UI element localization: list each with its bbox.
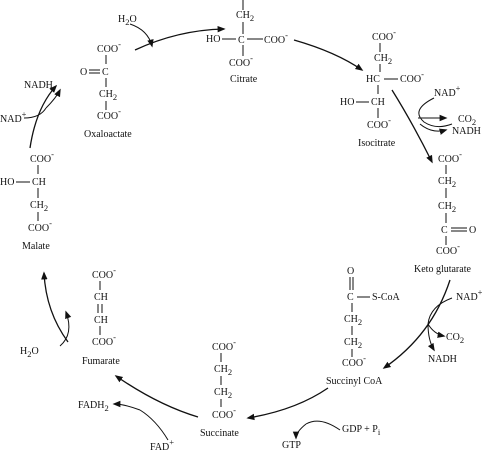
molecule-succinate: COO- CH2 CH2 COO- Succinate	[200, 337, 239, 439]
keto-coo-top: COO-	[438, 149, 462, 165]
keto-name: Keto glutarate	[414, 264, 471, 275]
arrow-malate-to-oxaloacetate	[29, 84, 58, 149]
arrow-succinate-to-fumarate	[114, 375, 199, 418]
oxaloacetate-name: Oxaloactate	[84, 129, 132, 140]
cofactor-h2o-fumarate: H2O	[20, 346, 39, 359]
citrate-c: C	[238, 35, 245, 46]
cofactor-gtp: GTP	[282, 440, 301, 451]
arrow-nadh-out-malate	[45, 88, 61, 109]
malate-ch2: CH2	[30, 200, 48, 213]
cofactor-fadh2: FADH2	[78, 400, 109, 413]
fumarate-name: Fumarate	[82, 356, 120, 367]
malate-coo-bottom: COO-	[28, 218, 52, 234]
isocitrate-ho: HO	[340, 97, 354, 108]
cofactor-co2-isocitrate: CO2	[458, 114, 476, 127]
molecule-isocitrate: COO- CH2 HC COO- HO CH COO- Isocitrate	[340, 27, 424, 149]
molecule-malate: COO- HO CH CH2 COO- Malate	[0, 149, 54, 252]
succinate-coo-bottom: COO-	[212, 405, 236, 421]
isocitrate-ch: CH	[371, 97, 385, 108]
cofactor-nadh-malate: NADH	[24, 80, 53, 91]
cofactor-nadh-isocitrate: NADH	[452, 126, 481, 137]
citrate-ch2: CH2	[236, 10, 254, 23]
arrow-ketoglutarate-to-succinylcoa	[382, 279, 451, 369]
succinyl-ch2-b: CH2	[344, 337, 362, 350]
succinate-ch2-a: CH2	[214, 364, 232, 377]
arrow-nadh-out-isocitrate	[419, 123, 448, 135]
oxaloacetate-c: C	[102, 67, 109, 78]
molecule-fumarate: COO- CH CH COO- Fumarate	[82, 265, 120, 367]
citrate-ho: HO	[206, 34, 220, 45]
cofactor-gdp-pi: GDP + Pi	[342, 424, 381, 437]
succinate-ch2-b: CH2	[214, 387, 232, 400]
arrow-fumarate-to-malate	[41, 271, 69, 343]
keto-o: O	[469, 225, 476, 236]
oxaloacetate-o: O	[80, 67, 87, 78]
arrow-nad-in-keto	[427, 297, 453, 325]
succinyl-name: Succinyl CoA	[326, 376, 383, 387]
arrow-h2o-in	[129, 23, 154, 48]
keto-ch2-b: CH2	[438, 201, 456, 214]
molecule-keto-glutarate: COO- CH2 CH2 C O COO- Keto glutarate	[414, 149, 476, 275]
arrow-nadh-out-keto	[427, 323, 435, 352]
succinyl-o: O	[347, 266, 354, 277]
molecule-oxaloacetate: COO- O C CH2 COO- Oxaloactate	[80, 39, 132, 140]
fumarate-ch-a: CH	[94, 292, 108, 303]
cofactor-h2o-top: H2O	[118, 14, 137, 27]
arrow-h2o-in-fumarate	[59, 310, 72, 347]
succinyl-ch2-a: CH2	[344, 314, 362, 327]
malate-coo-top: COO-	[30, 149, 54, 165]
isocitrate-coo-bottom: COO-	[367, 115, 391, 131]
molecule-citrate: CH2 HO C COO- COO- Citrate	[206, 0, 288, 85]
arrow-isocitrate-to-ketoglutarate	[391, 89, 433, 164]
succinyl-scoa: S-CoA	[372, 292, 401, 303]
fumarate-ch-b: CH	[94, 315, 108, 326]
citrate-name: Citrate	[230, 74, 258, 85]
keto-c: C	[441, 225, 448, 236]
malate-ho: HO	[0, 177, 14, 188]
fumarate-coo-bottom: COO-	[92, 332, 116, 348]
isocitrate-name: Isocitrate	[358, 138, 396, 149]
succinyl-c: C	[347, 292, 354, 303]
arrow-co2-out-keto	[427, 323, 446, 338]
arrow-gdp-in	[305, 420, 341, 431]
oxaloacetate-ch2: CH2	[99, 89, 117, 102]
malate-ch: CH	[32, 177, 46, 188]
cofactor-fad: FAD+	[150, 437, 174, 453]
arrow-citrate-to-isocitrate	[293, 39, 364, 71]
molecule-succinyl-coa: O C S-CoA CH2 CH2 COO- Succinyl CoA	[326, 266, 401, 387]
arrow-succinylcoa-to-succinate	[246, 387, 329, 421]
arrow-fad-in	[139, 409, 169, 441]
malate-name: Malate	[22, 241, 50, 252]
arrow-fadh2-out	[112, 400, 141, 411]
isocitrate-coo-right: COO-	[400, 69, 424, 85]
isocitrate-coo-top: COO-	[372, 27, 396, 43]
succinate-coo-top: COO-	[212, 337, 236, 353]
main-cycle-arrows	[29, 25, 451, 421]
cofactor-nad-keto: NAD+	[456, 287, 483, 303]
arrow-nad-in-malate	[23, 107, 47, 119]
isocitrate-hc: HC	[366, 74, 380, 85]
arrow-nad-in-isocitrate	[418, 97, 453, 128]
isocitrate-ch2: CH2	[374, 53, 392, 66]
citrate-coo-bottom: COO-	[229, 53, 253, 69]
arrow-oxaloacetate-to-citrate	[134, 25, 226, 51]
cofactor-nad-isocitrate: NAD+	[434, 83, 461, 99]
cofactor-co2-keto: CO2	[446, 332, 464, 345]
succinyl-coo-bottom: COO-	[342, 353, 366, 369]
cofactor-nad-malate: NAD+	[0, 109, 27, 125]
succinate-name: Succinate	[200, 428, 239, 439]
fumarate-coo-top: COO-	[92, 265, 116, 281]
oxaloacetate-coo-top: COO-	[97, 39, 121, 55]
citrate-coo-right: COO-	[264, 30, 288, 46]
side-arrows	[23, 23, 453, 441]
arrow-gtp-out	[292, 423, 307, 440]
keto-ch2-a: CH2	[438, 176, 456, 189]
oxaloacetate-coo-bottom: COO-	[97, 106, 121, 122]
keto-coo-bottom: COO-	[436, 241, 460, 257]
cofactor-nadh-keto: NADH	[428, 354, 457, 365]
